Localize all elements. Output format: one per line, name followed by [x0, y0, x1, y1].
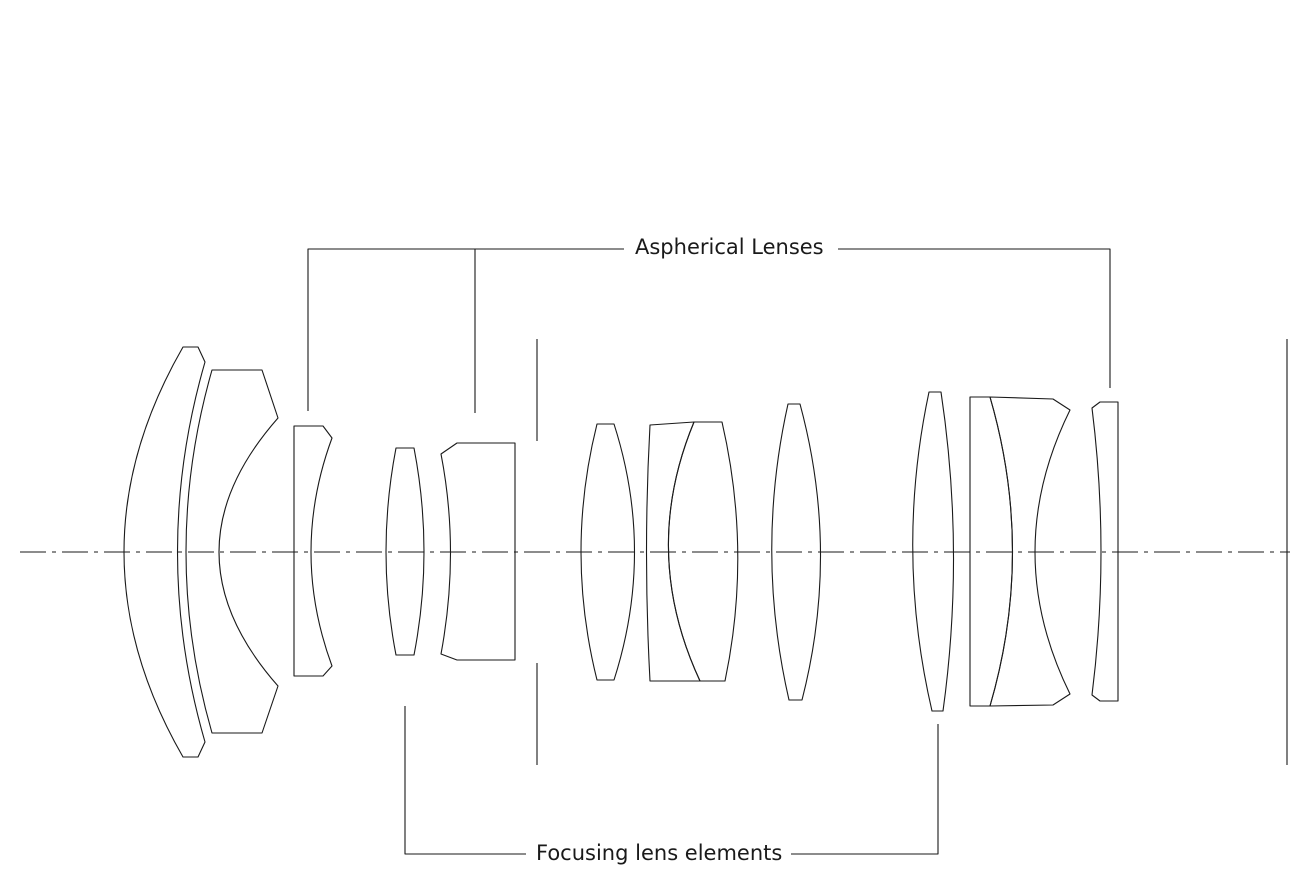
lens-element-1: [123, 346, 206, 758]
lens-element-7-doublet-rear: [667, 421, 739, 682]
focusing-callout-bracket-left: [404, 706, 526, 855]
lens-element-6: [580, 423, 635, 681]
aspherical-callout-bracket-right: [838, 248, 1111, 388]
aspherical-lenses-label: Aspherical Lenses: [627, 235, 832, 259]
focusing-callout-bracket-right: [791, 724, 939, 855]
lens-element-8: [771, 403, 822, 701]
lens-element-10-doublet-rear: [989, 396, 1071, 707]
lens-element-11-aspherical: [1091, 401, 1119, 702]
focusing-elements-label: Focusing lens elements: [528, 841, 791, 865]
lens-element-4-focusing: [385, 447, 425, 656]
lens-element-5-aspherical: [440, 442, 516, 661]
lens-element-3-aspherical: [293, 425, 333, 677]
aspherical-callout-bracket-left: [307, 248, 624, 411]
lens-element-9-focusing: [912, 391, 955, 712]
lens-element-2: [185, 369, 279, 734]
